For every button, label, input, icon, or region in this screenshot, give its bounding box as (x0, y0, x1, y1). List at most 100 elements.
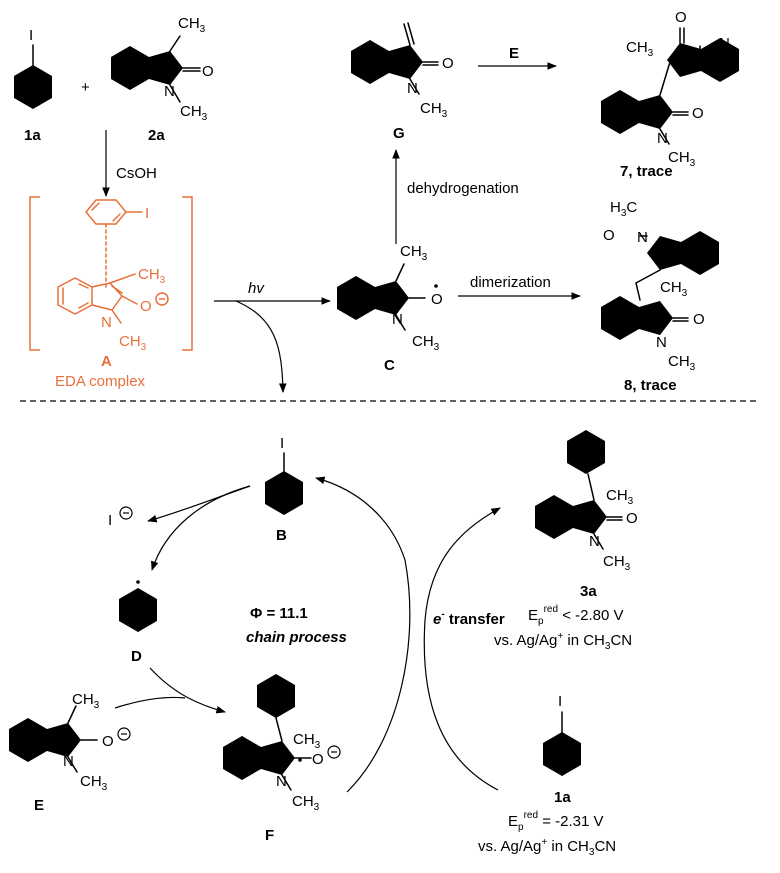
negative-charge-icon (327, 745, 341, 759)
radical-C (337, 263, 426, 331)
methylene-oxindole-G (351, 22, 439, 95)
compound-1a-iodobenzene-bottom (543, 711, 581, 776)
nitrogen-label: N (637, 229, 648, 246)
radical-anion-B (265, 452, 303, 515)
methyl-label: CH3 (178, 15, 206, 35)
reference-electrode-3a: vs. Ag/Ag+ in CH3CN (494, 631, 632, 652)
electron-transfer-label: e- transfer (433, 609, 505, 628)
radical-dot-icon (136, 580, 140, 584)
negative-charge-icon (119, 506, 133, 520)
negative-charge-icon (117, 727, 131, 741)
nitrogen-label: N (276, 773, 287, 790)
n-methyl-label: CH3 (292, 793, 320, 813)
compound-label-7: 7, trace (620, 163, 673, 180)
dimerization-label: dimerization (470, 274, 551, 291)
n-methyl-label: CH3 (412, 333, 440, 353)
iodide-label: I (108, 512, 112, 529)
enolate-E (9, 705, 98, 773)
methyl-label: CH3 (626, 39, 654, 59)
enolate-oxygen: O (312, 751, 324, 768)
atom-label: I (145, 205, 149, 222)
compound-2a-oxindole (111, 35, 201, 103)
compound-label-D: D (131, 648, 142, 665)
carbonyl-oxygen: O (442, 55, 454, 72)
arrow-1a-to-3a-cycle (423, 507, 501, 791)
nitrogen-label: N (164, 83, 175, 100)
arrow-E-join (114, 696, 186, 709)
compound-7-dimer (601, 27, 739, 145)
n-methyl-label: CH3 (119, 333, 147, 353)
n-methyl-label: CH3 (420, 100, 448, 120)
methyl-label: CH3 (72, 691, 100, 711)
compound-label-C: C (384, 357, 395, 374)
carbonyl-oxygen: O (202, 63, 214, 80)
n-methyl-label: CH3 (603, 553, 631, 573)
arrow-to-F (149, 667, 226, 714)
eda-complex-caption: EDA complex (55, 373, 146, 390)
n-methyl-label: CH3 (668, 149, 696, 169)
carbonyl-oxygen: O (675, 9, 687, 26)
atom-label: I (280, 435, 284, 452)
radical-dot-icon (434, 284, 438, 288)
methyl-label: CH3 (400, 243, 428, 263)
atom-label: I (558, 693, 562, 710)
radical-dot-icon (278, 491, 282, 495)
nitrogen-label: N (657, 130, 668, 147)
enolate-oxygen: O (102, 733, 114, 750)
plus-sign: + (81, 79, 90, 96)
radical-dot-icon (298, 758, 302, 762)
compound-label-G: G (393, 125, 405, 142)
n-methyl-label: CH3 (180, 103, 208, 123)
methyl-label: CH3 (138, 266, 166, 286)
phenyl-radical-D (119, 588, 157, 632)
compound-label-1a-bottom: 1a (554, 789, 571, 806)
nitrogen-label: N (101, 314, 112, 331)
nitrogen-label: N (392, 311, 403, 328)
nitrogen-label: N (719, 35, 730, 52)
nitrogen-label: N (656, 334, 667, 351)
nitrogen-label: N (589, 533, 600, 550)
methyl-label: CH3 (606, 487, 634, 507)
nitrogen-label: N (407, 80, 418, 97)
compound-8-dimer (601, 231, 719, 340)
compound-1a-iodobenzene (14, 44, 52, 109)
arrow-to-B (235, 300, 287, 393)
compound-label-1a: 1a (24, 127, 41, 144)
arrow-B-to-D (151, 485, 251, 571)
compound-label-B: B (276, 527, 287, 544)
reagent-csoh: CsOH (116, 165, 157, 182)
reduction-potential-3a: Epred < -2.80 V (528, 604, 624, 627)
atom-label: I (29, 27, 33, 44)
carbonyl-oxygen: O (603, 227, 615, 244)
compound-label-A: A (101, 353, 112, 370)
compound-label-E: E (34, 797, 44, 814)
methyl-label: CH3 (293, 731, 321, 751)
light-hv-label: hv (248, 280, 265, 297)
enolate-oxygen: O (140, 298, 152, 315)
quantum-yield-label: Φ = 11.1 (250, 605, 308, 622)
radical-anion-F (223, 674, 312, 791)
dehydrogenation-label: dehydrogenation (407, 180, 519, 197)
carbonyl-oxygen: O (692, 105, 704, 122)
compound-label-2a: 2a (148, 127, 165, 144)
compound-label-3a: 3a (580, 583, 597, 600)
h3c-label: H3C (610, 199, 637, 219)
negative-charge-icon (155, 292, 169, 306)
compound-label-8: 8, trace (624, 377, 677, 394)
reference-electrode-1a: vs. Ag/Ag+ in CH3CN (478, 837, 616, 858)
compound-label-F: F (265, 827, 274, 844)
nitrogen-label: N (63, 753, 74, 770)
eda-complex-A (57, 199, 143, 324)
radical-oxygen: O (431, 291, 443, 308)
n-methyl-label: CH3 (80, 773, 108, 793)
methyl-label: CH3 (660, 279, 688, 299)
eda-complex-brackets (29, 196, 193, 351)
n-methyl-label: CH3 (668, 353, 696, 373)
chain-process-label: chain process (246, 629, 347, 646)
reagent-E-label: E (509, 45, 519, 62)
reduction-potential-1a: Epred = -2.31 V (508, 810, 604, 833)
carbonyl-oxygen: O (626, 510, 638, 527)
carbonyl-oxygen: O (693, 311, 705, 328)
arrow-F-to-B-cycle (315, 476, 411, 793)
